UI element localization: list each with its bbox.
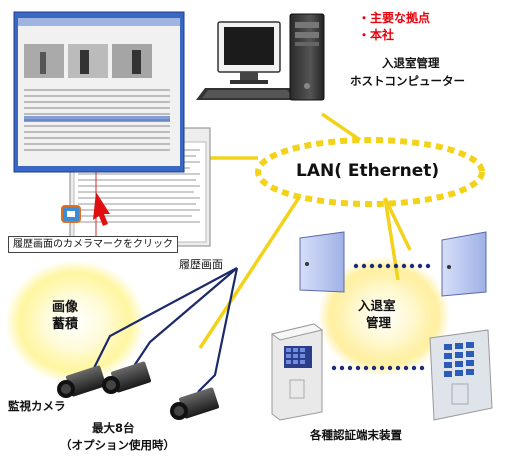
keypad-terminal xyxy=(429,329,493,421)
terminal-dot-links xyxy=(331,263,431,371)
door-left xyxy=(299,231,345,293)
lan-label: LAN( Ethernet) xyxy=(296,161,440,181)
host-label-line2: ホストコンピューター xyxy=(350,74,465,88)
storage-label-line2: 蓄積 xyxy=(52,317,79,332)
storage-glow xyxy=(5,260,145,384)
camera-max-line1: 最大8台 xyxy=(92,421,135,435)
host-bullet-2: ・本社 xyxy=(358,28,395,42)
camera-max-line2: （オプション使用時） xyxy=(60,438,175,452)
camera-cables xyxy=(91,267,239,393)
storage-label-line1: 画像 xyxy=(52,300,79,315)
terminals-label: 各種認証端末装置 xyxy=(310,428,402,442)
cursor-arrow-icon xyxy=(93,192,110,226)
monitoring-screen xyxy=(13,11,185,173)
card-reader-terminal xyxy=(270,323,324,421)
camera-2 xyxy=(102,361,151,394)
host-label-line1: 入退室管理 xyxy=(382,56,440,70)
host-bullet-1: ・主要な拠点 xyxy=(358,11,431,25)
history-label: 履歴画面 xyxy=(179,258,223,271)
camera-label: 監視カメラ xyxy=(8,399,66,413)
host-computer xyxy=(196,13,325,101)
camera-3 xyxy=(170,387,219,420)
access-glow xyxy=(318,256,450,376)
lan-cloud xyxy=(255,137,485,207)
history-caption: 履歴画面のカメラマークをクリック xyxy=(8,236,178,253)
access-label-line2: 管理 xyxy=(366,315,392,330)
lan-lines xyxy=(185,112,412,349)
door-right xyxy=(441,231,487,297)
camera-mark-icon[interactable] xyxy=(61,205,81,223)
camera-1 xyxy=(57,365,106,398)
access-label-line1: 入退室 xyxy=(358,298,396,313)
